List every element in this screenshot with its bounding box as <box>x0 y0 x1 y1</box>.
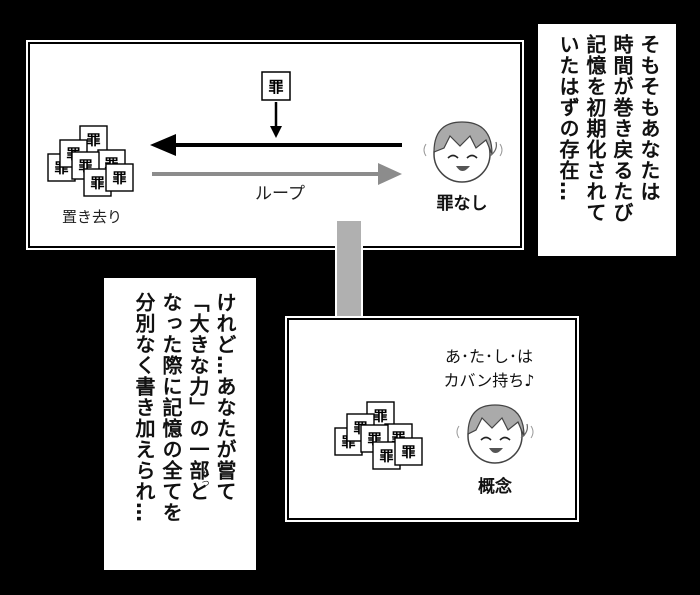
loop-arrow-head <box>378 163 402 185</box>
narration-right-line: 時間が巻き戻るたび <box>610 34 634 223</box>
concept-diagram: あ･た･し･は カバン持ち♪ 罪 罪 罪 罪 罪 罪 罪 概念 <box>334 347 535 497</box>
character-face-bottom <box>456 404 534 464</box>
sin-card-pile-bottom: 罪 罪 罪 罪 罪 罪 罪 <box>334 401 423 470</box>
character-face <box>423 121 503 183</box>
svg-text:罪: 罪 <box>380 449 394 465</box>
svg-text:罪: 罪 <box>268 78 283 96</box>
bottom-panel: あ･た･し･は カバン持ち♪ 罪 罪 罪 罪 罪 罪 罪 概念 <box>285 316 579 522</box>
narration-right-line: 記憶を初期化されて <box>583 34 607 223</box>
svg-text:罪: 罪 <box>374 409 388 425</box>
narration-left-line: 「大きな力」の一部と <box>186 292 210 502</box>
narration-right-line: そもそもあなたは <box>637 34 661 202</box>
svg-text:罪: 罪 <box>87 133 101 149</box>
narration-left: けれど…あなたが嘗て かつ 「大きな力」の一部と なった際に記憶の全てを 分別な… <box>104 278 256 570</box>
ruby-annotation: かつ <box>201 470 210 488</box>
drop-arrow-head <box>270 126 282 138</box>
narration-right-line: いたはずの存在… <box>556 34 580 202</box>
sin-card-single: 罪 <box>261 71 291 101</box>
speech-line-2: カバン持ち♪ <box>443 371 534 390</box>
top-panel: 罪 ループ 罪 罪 罪 罪 罪 罪 罪 置き去り <box>26 40 524 250</box>
narration-right: そもそもあなたは 時間が巻き戻るたび 記憶を初期化されて いたはずの存在… <box>538 24 676 256</box>
speech-line-1: あ･た･し･は <box>445 347 533 366</box>
concept-label: 概念 <box>478 476 512 497</box>
sin-card-pile: 罪 罪 罪 罪 罪 罪 罪 <box>47 125 134 197</box>
svg-text:罪: 罪 <box>91 176 105 192</box>
backward-arrow-head <box>150 134 176 156</box>
narration-left-line: 分別なく書き加えられ… <box>132 292 156 523</box>
loop-label: ループ <box>255 184 305 204</box>
narration-left-line: けれど…あなたが嘗て かつ <box>201 292 237 502</box>
svg-text:罪: 罪 <box>113 171 127 187</box>
loop-diagram: 罪 ループ 罪 罪 罪 罪 罪 罪 罪 置き去り <box>47 71 503 226</box>
svg-text:罪: 罪 <box>402 445 416 461</box>
left-label: 置き去り <box>62 208 122 226</box>
narration-left-line: なった際に記憶の全てを <box>159 292 183 523</box>
right-label: 罪なし <box>437 194 488 214</box>
